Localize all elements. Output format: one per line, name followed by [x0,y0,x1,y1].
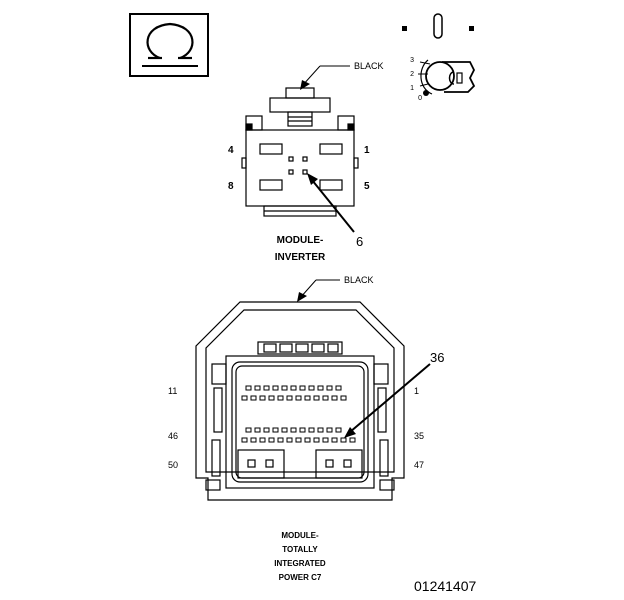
inverter-cavity-leader [311,179,355,233]
inverter-wire-arrowhead [300,80,310,90]
inverter-cavity-arrowhead [307,173,318,185]
inverter-pin-label-1: 1 [364,145,370,156]
inverter-pin-label-5: 5 [364,181,370,192]
ignition-position-1: 1 [410,85,414,92]
ignition-position-3: 3 [410,57,414,64]
tipm-pin-label-35: 35 [414,431,424,441]
ignition-key-icon [402,13,476,96]
tipm-pin-row-4 [241,437,356,443]
ignition-position-2: 2 [410,71,414,78]
ohm-symbol [129,13,209,77]
tipm-cavity-number: 36 [430,350,444,365]
tipm-pin-label-11: 11 [168,386,177,396]
inverter-wire-color: BLACK [354,61,384,71]
tipm-title-line3: INTEGRATED [274,559,326,568]
tipm-pin-label-47: 47 [414,460,424,470]
tipm-pin-row-3 [245,427,342,433]
tipm-title-line2: TOTALLY [282,545,318,554]
tipm-cavity-leader [349,363,431,433]
tipm-wire-color: BLACK [344,275,374,285]
inverter-title-line2: INVERTER [275,252,326,263]
figure-id: 01241407 [414,578,477,594]
tipm-cavity-arrowhead [344,427,356,438]
tipm-title-line1: MODULE- [281,531,319,540]
inverter-pin-label-8: 8 [228,181,234,192]
tipm-wire-arrowhead [297,292,307,302]
tipm-pin-label-1: 1 [414,386,419,396]
tipm-connector [195,301,405,501]
inverter-pin-label-4: 4 [228,145,234,156]
inverter-title-line1: MODULE- [277,235,324,246]
inverter-connector [241,87,359,217]
inverter-cavity-number: 6 [356,234,363,249]
ignition-position-0: 0 [418,95,422,102]
tipm-pin-row-2 [241,395,347,401]
tipm-pin-rows [241,385,356,443]
tipm-pin-row-1 [245,385,342,391]
tipm-title-line4: POWER C7 [279,573,322,582]
tipm-pin-label-50: 50 [168,460,178,470]
tipm-pin-label-46: 46 [168,431,178,441]
